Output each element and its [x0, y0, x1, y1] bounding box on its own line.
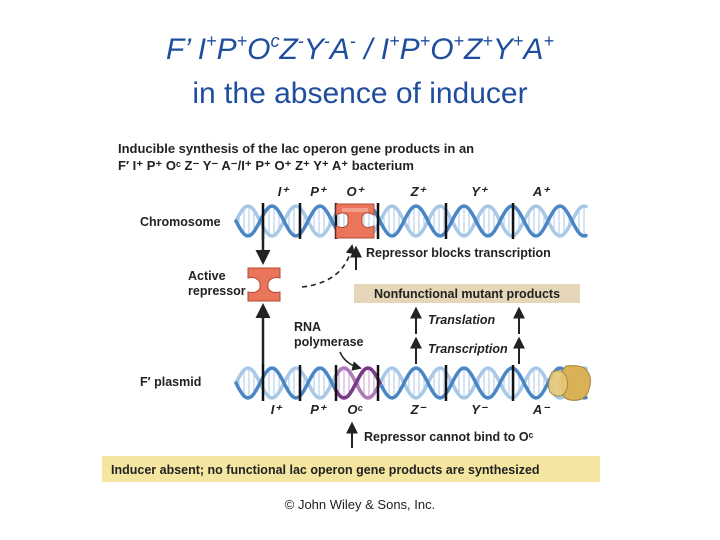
dna-strand: [234, 204, 588, 238]
gene-label: P⁺: [310, 402, 328, 417]
title-superscript: +: [453, 31, 465, 51]
title-text: Y: [303, 33, 324, 66]
title-text: / I: [355, 33, 390, 66]
dna-strand: [234, 366, 588, 400]
title-subline: in the absence of inducer: [192, 77, 528, 110]
title-superscript: -: [323, 31, 330, 51]
gene-label: Y⁻: [471, 402, 489, 417]
title-text: F’ I: [166, 33, 207, 66]
gene-label: A⁻: [532, 402, 551, 417]
repressor-binding-arrow: [301, 244, 356, 288]
gene-label: Y⁺: [471, 184, 489, 199]
title-text: A: [329, 33, 350, 66]
title-text: O: [247, 33, 271, 66]
title-text: P: [399, 33, 420, 66]
active-repressor-label-line-1: Active: [188, 269, 226, 283]
gene-label: Z⁻: [410, 402, 428, 417]
footer-caption: Inducer absent; no functional lac operon…: [111, 463, 540, 477]
title-superscript: +: [419, 31, 431, 51]
title-superscript: +: [236, 31, 248, 51]
footer-caption-bar: [102, 456, 600, 482]
slide-title: F’ I+P+OcZ-Y-A- / I+P+O+Z+Y+A+ in the ab…: [0, 28, 720, 116]
dna-strand: [234, 204, 588, 238]
rna-polymerase-arrow: [339, 351, 362, 371]
title-superscript: +: [389, 31, 400, 51]
rna-polymerase-shape-inner: [547, 370, 569, 397]
gene-label: I⁺: [271, 402, 284, 417]
repressor-on-operator: [335, 203, 375, 239]
genotype-title-line: F’ I+P+OcZ-Y-A- / I+P+O+Z+Y+A+: [0, 28, 720, 72]
title-superscript: -: [297, 31, 304, 51]
title-superscript: +: [206, 31, 217, 51]
figure-heading-line-2: F′ I⁺ P⁺ Oᶜ Z⁻ Y⁻ A⁻/I⁺ P⁺ O⁺ Z⁺ Y⁺ A⁺ b…: [118, 158, 414, 173]
title-text: Z: [279, 33, 298, 66]
title-text: O: [430, 33, 454, 66]
dna-strand: [334, 366, 382, 400]
title-text: Z: [464, 33, 483, 66]
title-superscript: +: [543, 31, 554, 51]
chromosome-label: Chromosome: [140, 215, 221, 229]
gene-label: O⁺: [347, 184, 366, 199]
copyright-notice: © John Wiley & Sons, Inc.: [284, 497, 436, 512]
title-superscript: +: [512, 31, 524, 51]
dna-strand: [334, 366, 382, 400]
title-superscript: +: [482, 31, 493, 51]
gene-label: Oᶜ: [347, 402, 363, 417]
gene-label: A⁺: [532, 184, 551, 199]
gene-label: P⁺: [310, 184, 328, 199]
active-repressor-label-line-2: repressor: [188, 284, 246, 298]
title-text: P: [216, 33, 237, 66]
title-text: A: [523, 33, 544, 66]
figure-heading-line-1: Inducible synthesis of the lac operon ge…: [118, 141, 474, 156]
plasmid-gene-labels: I⁺ P⁺ Oᶜ Z⁻ Y⁻ A⁻: [271, 402, 552, 417]
rna-polymerase-label-line-1: RNA: [294, 320, 321, 334]
gene-label: Z⁺: [410, 184, 428, 199]
plasmid-gene-boundaries: [261, 365, 515, 401]
plasmid-label: F′ plasmid: [140, 375, 201, 389]
nonfunctional-products-bar: [354, 284, 580, 303]
title-superscript: c: [270, 31, 280, 51]
title-text: Y: [492, 33, 513, 66]
plasmid-dna-helix: [234, 366, 588, 400]
chromosome-dna-helix: [234, 204, 588, 238]
repressor-cannot-bind-label: Repressor cannot bind to Oᶜ: [364, 430, 534, 444]
rna-polymerase-label-line-2: polymerase: [294, 335, 364, 349]
dna-strand: [234, 366, 588, 400]
translation-label: Translation: [428, 313, 496, 327]
transcription-label: Transcription: [428, 342, 508, 356]
title-superscript: -: [349, 31, 356, 51]
active-repressor-shape: [247, 267, 281, 302]
chromosome-gene-labels: I⁺ P⁺ O⁺ Z⁺ Y⁺ A⁺: [278, 184, 552, 199]
gene-label: I⁺: [278, 184, 291, 199]
repressor-blocks-label: Repressor blocks transcription: [366, 246, 551, 260]
nonfunctional-products-label: Nonfunctional mutant products: [374, 287, 560, 301]
